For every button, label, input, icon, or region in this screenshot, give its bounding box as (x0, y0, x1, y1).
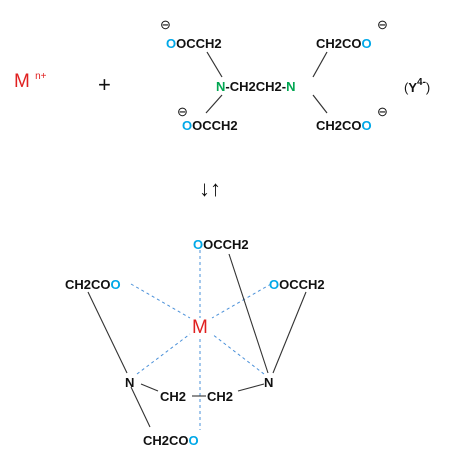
ligand-oxygen: O (362, 36, 372, 51)
label-close-paren: ) (426, 80, 430, 95)
ligand-oxygen: O (362, 118, 372, 133)
complex-metal: M (192, 317, 208, 338)
equilibrium-arrows: ↓↑ (199, 176, 221, 201)
complex-group-text: CH2CO (143, 433, 189, 448)
ligand-nitrogen-right: N (286, 79, 295, 94)
ligand-oxygen: O (182, 118, 192, 133)
label-open-paren: ( (404, 80, 409, 95)
ligand-group-text: OCCH2 (176, 36, 222, 51)
complex-nitrogen-left: N (125, 375, 134, 390)
ligand-backbone: N-CH2CH2-N (216, 79, 295, 94)
ligand-bonds (205, 51, 328, 114)
complex-oxygen: O (111, 277, 121, 292)
label-symbol: Y (408, 80, 417, 95)
coordination-bonds (130, 250, 272, 430)
complex-ch2-a: CH2 (160, 389, 186, 404)
complex-oxygen: O (269, 277, 279, 292)
complex-bonds (87, 253, 307, 428)
ligand-oxygen: O (166, 36, 176, 51)
ligand-group-text: OCCH2 (192, 118, 238, 133)
complex-ch2-b: CH2 (207, 389, 233, 404)
ligand-group-bottom-left: OOCCH2 (182, 118, 238, 133)
negative-charge-top-right: ⊖ (377, 17, 388, 32)
negative-charge-bottom-left: ⊖ (177, 104, 188, 119)
complex-oxygen: O (189, 433, 199, 448)
metal-charge: n+ (35, 71, 47, 82)
ligand-group-bottom-right: CH2COO (316, 118, 372, 133)
label-charge: 4- (417, 77, 426, 88)
negative-charge-top-left: ⊖ (160, 17, 171, 32)
complex-group-top: OOCCH2 (193, 237, 249, 252)
ligand-label: (Y4-) (404, 77, 430, 95)
complex-group-left: CH2COO (65, 277, 121, 292)
ligand-group-text: CH2CO (316, 36, 362, 51)
complex-group-text: CH2CO (65, 277, 111, 292)
negative-charge-bottom-right: ⊖ (377, 104, 388, 119)
complex-group-right: OOCCH2 (269, 277, 325, 292)
ligand-nitrogen-left: N (216, 79, 225, 94)
complex-group-bottom: CH2COO (143, 433, 199, 448)
ligand-bridge: -CH2CH2- (225, 79, 286, 94)
ligand-group-top-left: OOCCH2 (166, 36, 222, 51)
ligand-group-top-right: CH2COO (316, 36, 372, 51)
metal-symbol: M (14, 71, 30, 92)
complex-oxygen: O (193, 237, 203, 252)
complex-nitrogen-right: N (264, 375, 273, 390)
complex-group-text: OCCH2 (279, 277, 325, 292)
metal-ion: M n+ (14, 71, 47, 92)
complex-group-text: OCCH2 (203, 237, 249, 252)
plus-sign: + (98, 72, 111, 97)
ligand-group-text: CH2CO (316, 118, 362, 133)
